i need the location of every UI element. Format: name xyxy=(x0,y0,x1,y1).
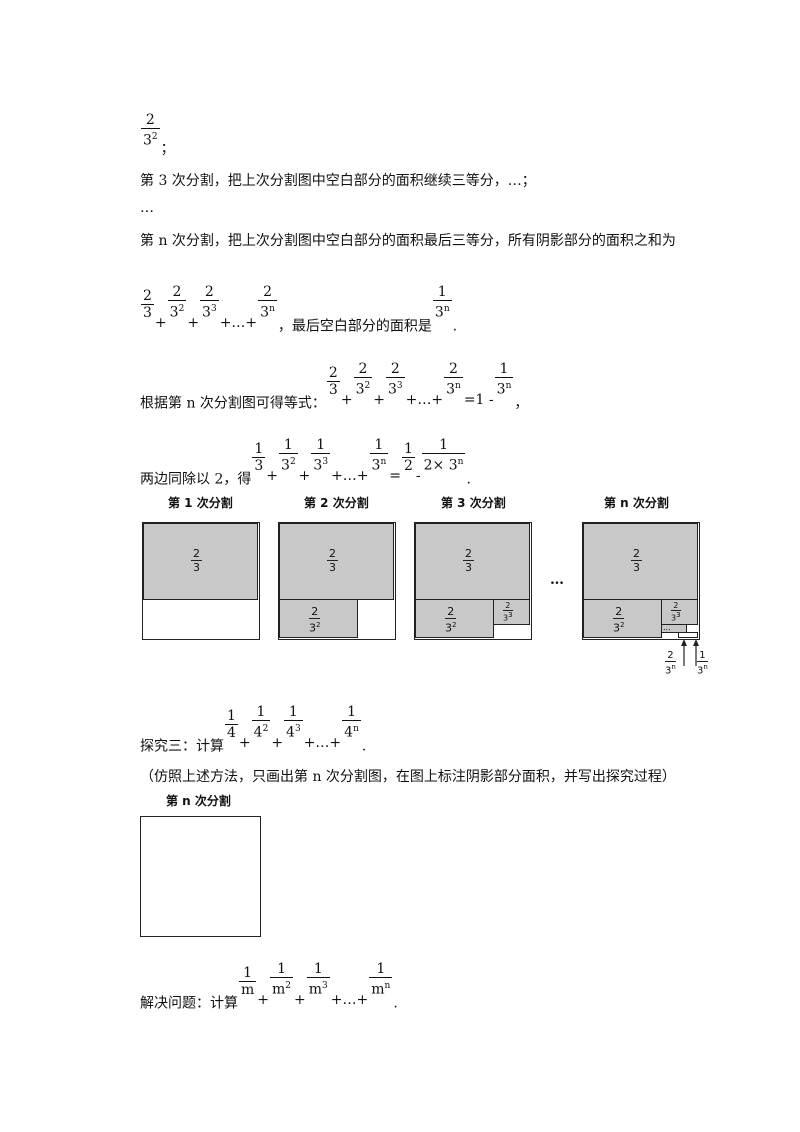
shaded-region xyxy=(143,523,258,600)
pointer-arrows xyxy=(681,639,699,666)
blank-region xyxy=(678,632,698,638)
fraction: 2 32 xyxy=(141,112,160,149)
blank-answer-square xyxy=(140,816,261,937)
dots-mark: ... xyxy=(663,623,671,632)
shaded-region xyxy=(661,599,698,625)
shaded-region xyxy=(415,523,530,600)
panel-title-2: 第 2 次分割 xyxy=(304,496,369,510)
shaded-region xyxy=(661,624,687,633)
shaded-region xyxy=(279,523,394,600)
line-nth-division: 第 n 次分割，把上次分割图中空白部分的面积最后三等分，所有阴影部分的面积之和为 xyxy=(140,233,676,249)
shaded-region xyxy=(493,599,530,625)
line-instruction: （仿照上述方法，只画出第 n 次分割图，在图上标注阴影部分面积，并写出探究过程） xyxy=(140,769,676,785)
ellipsis: … xyxy=(550,572,564,588)
shaded-region xyxy=(583,523,698,600)
shaded-region xyxy=(583,599,662,638)
panel-title-3: 第 3 次分割 xyxy=(441,496,506,510)
blank-panel-title: 第 n 次分割 xyxy=(166,794,231,808)
panel-title-n: 第 n 次分割 xyxy=(604,496,669,510)
line-frac-2-3sq: 2 32 ； xyxy=(141,112,175,157)
panel-title-1: 第 1 次分割 xyxy=(168,496,233,510)
line-ellipsis: … xyxy=(140,200,154,216)
line-3rd-division: 第 3 次分割，把上次分割图中空白部分的面积继续三等分，…； xyxy=(140,173,536,189)
